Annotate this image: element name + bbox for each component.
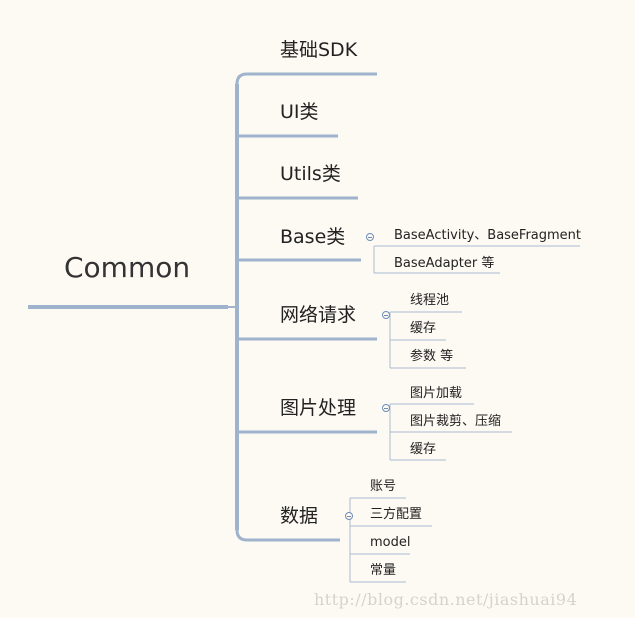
leaf-node-4-0[interactable]: 线程池 [410, 293, 450, 308]
root-node-label[interactable]: Common [64, 251, 191, 284]
leaf-node-4-2[interactable]: 参数 等 [410, 349, 454, 364]
branch-node-5[interactable]: 图片处理 [280, 397, 357, 419]
branch-node-3[interactable]: Base类 [280, 226, 346, 248]
leaf-node-3-0[interactable]: BaseActivity、BaseFragment [394, 228, 582, 243]
branch-node-0[interactable]: 基础SDK [280, 39, 358, 61]
branch-node-6[interactable]: 数据 [280, 505, 319, 527]
leaf-node-6-3[interactable]: 常量 [370, 563, 397, 578]
leaf-node-4-1[interactable]: 缓存 [410, 321, 437, 336]
leaf-node-5-2[interactable]: 缓存 [410, 442, 437, 457]
connector-lines [28, 72, 580, 583]
leaf-node-3-1[interactable]: BaseAdapter 等 [394, 256, 495, 271]
leaf-node-6-2[interactable]: model [370, 535, 411, 550]
branch-node-1[interactable]: UI类 [280, 101, 319, 123]
watermark-text: http://blog.csdn.net/jiashuai94 [314, 590, 578, 609]
leaf-node-6-1[interactable]: 三方配置 [370, 507, 423, 522]
collapse-toggle-5[interactable] [382, 404, 390, 412]
leaf-node-6-0[interactable]: 账号 [370, 479, 397, 494]
leaf-node-5-1[interactable]: 图片裁剪、压缩 [410, 414, 502, 429]
collapse-toggle-4[interactable] [382, 311, 390, 319]
collapse-toggle-3[interactable] [366, 233, 374, 241]
branch-node-2[interactable]: Utils类 [280, 163, 341, 185]
branch-node-4[interactable]: 网络请求 [280, 304, 357, 326]
leaf-node-5-0[interactable]: 图片加载 [410, 386, 463, 401]
collapse-toggle-6[interactable] [345, 512, 353, 520]
branch-connector-0 [235, 72, 264, 85]
branch-connector-6 [235, 529, 264, 542]
